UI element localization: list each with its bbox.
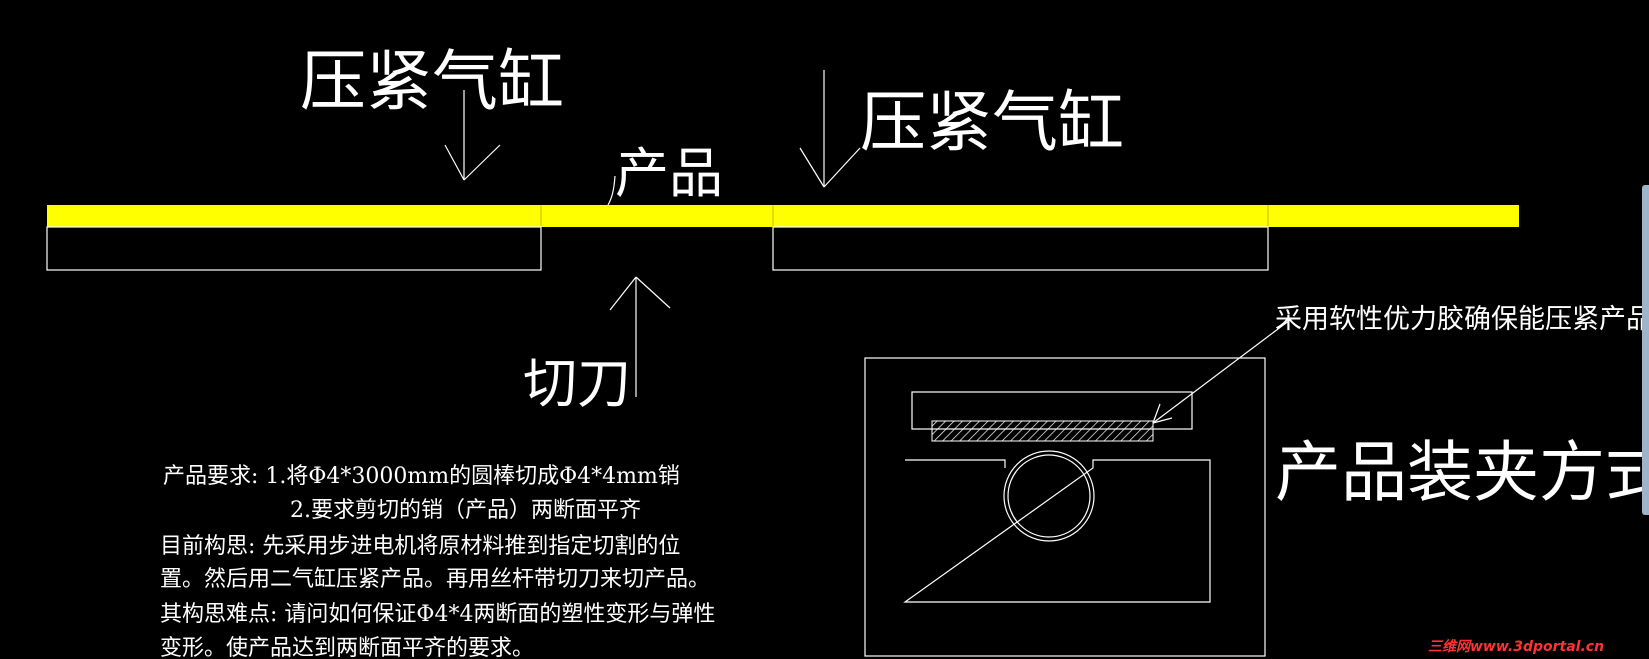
support-block-left [46,226,542,271]
product-label: 产品 [615,142,723,205]
down-arrow-right-icon [799,70,861,188]
fixture-base [903,459,1211,603]
support-block-right [772,226,1269,271]
fixture-frame [864,357,1266,657]
urethane-pad [931,420,1154,442]
description-line-6: 变形。使产品达到两断面平齐的要求。 [160,636,534,659]
description-line-3: 目前构思: 先采用步进电机将原材料推到指定切割的位 [160,534,680,559]
clamping-fixture [864,357,1266,657]
description-line-2: 2.要求剪切的销（产品）两断面平齐 [290,498,641,523]
up-arrow-cutter-icon [609,276,671,397]
cylinder-label-right: 压紧气缸 [860,84,1124,161]
clamp-note-leader [1152,319,1291,424]
scrollbar[interactable] [1642,185,1649,515]
description-line-1: 产品要求: 1.将Φ4*3000mm的圆棒切成Φ4*4mm销 [163,464,680,489]
rod-inner-circle [1007,454,1091,538]
rod-outer-circle [1003,450,1095,542]
cylinder-label-left: 压紧气缸 [300,43,564,120]
clamp-note-label: 采用软性优力胶确保能压紧产品 [1275,304,1649,335]
down-arrow-left-icon [444,90,501,181]
product-bar [47,205,1519,227]
clamping-method-label: 产品装夹方式 [1275,434,1649,511]
watermark: 三维网www.3dportal.cn [1428,638,1604,655]
product-leader-line [607,175,616,206]
cutter-label: 切刀 [523,352,631,415]
description-line-4: 置。然后用二气缸压紧产品。再用丝杆带切刀来切产品。 [160,567,710,592]
description-line-5: 其构思难点: 请问如何保证Φ4*4两断面的塑性变形与弹性 [160,602,715,627]
